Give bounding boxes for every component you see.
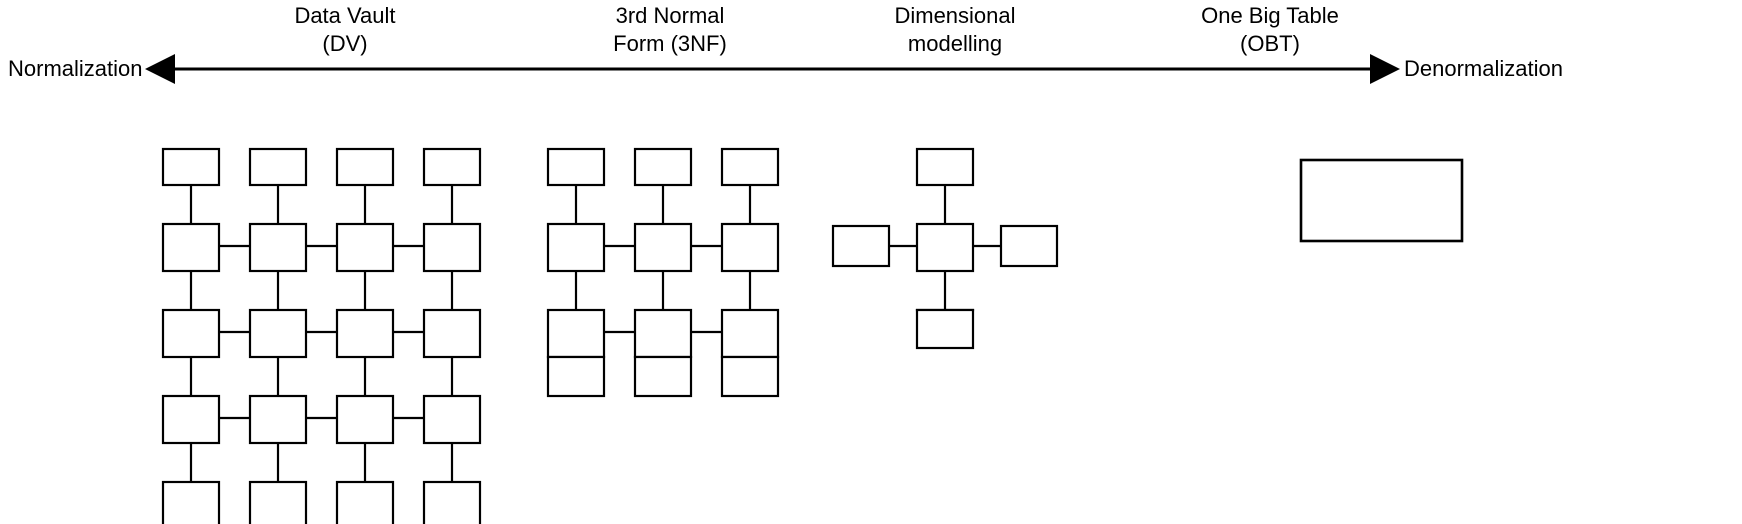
table-node (335, 394, 395, 445)
table-node (248, 222, 308, 273)
table-node (720, 355, 780, 398)
dim-nodes (831, 147, 1059, 350)
dim-connectors (889, 185, 1001, 310)
dimension-node (915, 308, 975, 350)
table-node (633, 355, 693, 398)
cluster-3nf (540, 138, 800, 400)
column-title-one-big-table: One Big Table (OBT) (1201, 3, 1339, 56)
table-node (161, 394, 221, 445)
table-node (633, 147, 693, 187)
table-node (161, 308, 221, 359)
table-node (720, 147, 780, 187)
table-node (422, 222, 482, 273)
axis-label-denormalization: Denormalization (1404, 56, 1563, 81)
column-title-3nf: 3rd Normal Form (3NF) (613, 3, 727, 56)
table-node (546, 147, 606, 187)
table-node (335, 480, 395, 524)
table-node (335, 222, 395, 273)
table-node (248, 394, 308, 445)
dv-connectors (189, 185, 454, 482)
axis-label-normalization: Normalization (8, 56, 143, 81)
table-node (248, 308, 308, 359)
dimension-node (831, 224, 891, 268)
table-node (633, 308, 693, 359)
table-node (422, 147, 482, 187)
fact-node (915, 222, 975, 273)
dimension-node (999, 224, 1059, 268)
table-node (546, 222, 606, 273)
column-title-dimensional-modelling: Dimensional modelling (894, 3, 1016, 56)
one-big-table-node (1299, 158, 1464, 243)
table-node (161, 147, 221, 187)
table-node (248, 480, 308, 524)
table-node (335, 147, 395, 187)
dimension-node (915, 147, 975, 187)
table-node (720, 308, 780, 359)
table-node (422, 480, 482, 524)
table-node (633, 222, 693, 273)
table-node (546, 308, 606, 359)
table-node (161, 480, 221, 524)
table-node (720, 222, 780, 273)
dv-nodes (161, 147, 482, 524)
3nf-nodes (546, 147, 780, 398)
cluster-data-vault (155, 138, 505, 524)
table-node (422, 394, 482, 445)
table-node (546, 355, 606, 398)
column-title-data-vault: Data Vault (DV) (294, 3, 396, 56)
cluster-dimensional-modelling (828, 138, 1078, 350)
table-node (161, 222, 221, 273)
table-node (422, 308, 482, 359)
table-node (248, 147, 308, 187)
table-node (335, 308, 395, 359)
cluster-one-big-table (1295, 150, 1475, 260)
